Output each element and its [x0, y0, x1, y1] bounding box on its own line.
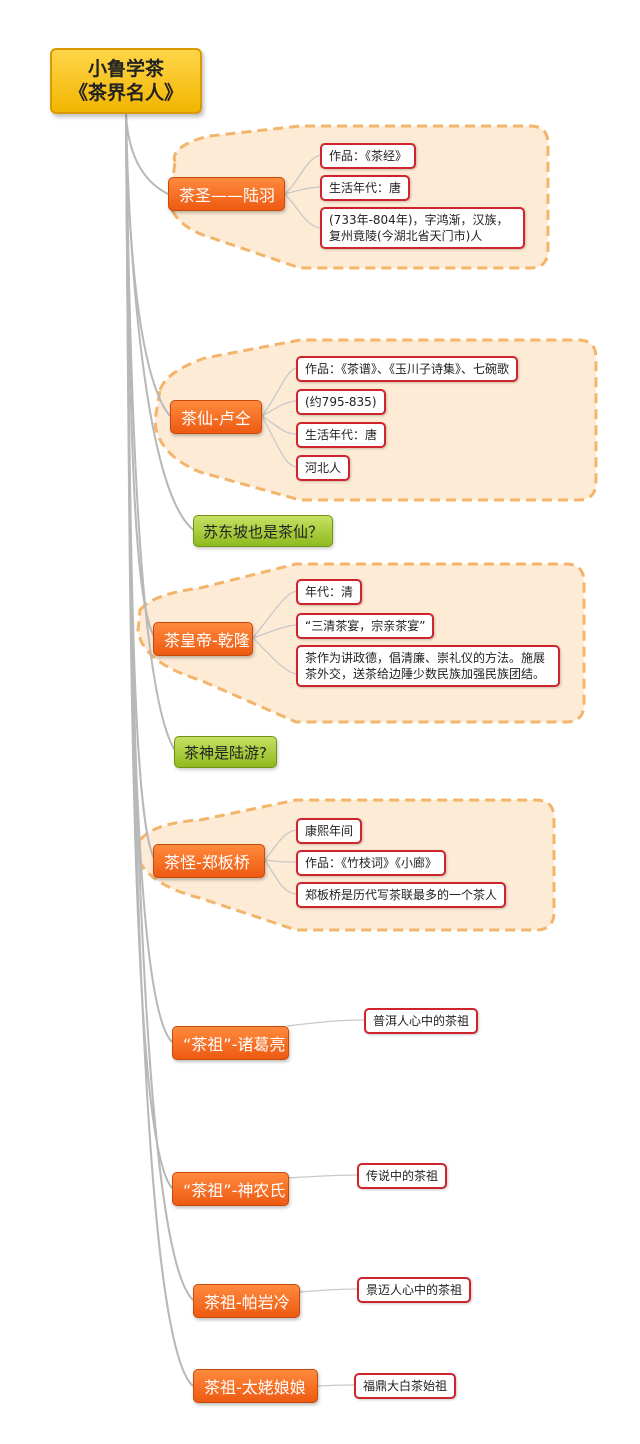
topic-label: “茶祖”-诸葛亮: [183, 1035, 286, 1054]
topic-qianlong[interactable]: 茶皇帝-乾隆: [153, 622, 253, 656]
leaf-lu-tong-work[interactable]: 作品：《茶谱》、《玉川子诗集》、七碗歌: [296, 356, 519, 382]
leaf-lu-tong-origin[interactable]: 河北人: [296, 455, 351, 481]
root-title-line2: 《茶界名人》: [68, 82, 183, 104]
topic-shennong[interactable]: “茶祖”-神农氏: [172, 1172, 289, 1206]
leaf-qianlong-era[interactable]: 年代：清: [296, 579, 363, 605]
leaf-connectors: [252, 154, 365, 1387]
topic-label: 茶皇帝-乾隆: [164, 631, 250, 650]
topic-zhuge-liang[interactable]: “茶祖”-诸葛亮: [172, 1026, 289, 1060]
root-title-line1: 小鲁学茶: [87, 58, 164, 80]
trunk-connectors: [125, 113, 196, 1387]
topic-label: 茶祖-帕岩冷: [204, 1293, 290, 1312]
leaf-tailao-note[interactable]: 福鼎大白茶始祖: [354, 1373, 457, 1399]
topic-label: 茶仙-卢仝: [181, 409, 251, 428]
leaf-qianlong-policy[interactable]: 茶作为讲政德，倡清廉、崇礼仪的方法。施展茶外交，送茶给边陲少数民族加强民族团结。: [296, 645, 560, 687]
question-label: 茶神是陆游?: [184, 743, 267, 762]
question-su-dongpo[interactable]: 苏东坡也是茶仙？: [193, 515, 334, 547]
topic-label: 茶怪-郑板桥: [164, 853, 250, 872]
leaf-lu-yu-bio[interactable]: (733年-804年)，字鸿渐，汉族，复州竟陵(今湖北省天门市)人: [320, 207, 525, 249]
leaf-lu-yu-work[interactable]: 作品：《茶经》: [320, 143, 417, 169]
leaf-lu-tong-era[interactable]: 生活年代：唐: [296, 422, 387, 448]
topic-tailao[interactable]: 茶祖-太姥娘娘: [193, 1369, 318, 1403]
topic-payanleng[interactable]: 茶祖-帕岩冷: [193, 1284, 300, 1318]
leaf-zheng-work[interactable]: 作品：《竹枝词》《小廊》: [296, 850, 447, 876]
topic-label: 茶祖-太姥娘娘: [204, 1378, 306, 1397]
leaf-qianlong-banquet[interactable]: “三清茶宴，宗亲茶宴”: [296, 613, 435, 639]
topic-lu-yu[interactable]: 茶圣——陆羽: [168, 177, 285, 211]
leaf-zhuge-note[interactable]: 普洱人心中的茶祖: [364, 1008, 479, 1034]
topic-zheng-banqiao[interactable]: 茶怪-郑板桥: [153, 844, 265, 878]
topic-label: 茶圣——陆羽: [179, 186, 276, 205]
topic-label: “茶祖”-神农氏: [183, 1181, 286, 1200]
leaf-lu-tong-years[interactable]: (约795-835): [296, 389, 386, 415]
leaf-lu-yu-era[interactable]: 生活年代：唐: [320, 175, 411, 201]
leaf-shennong-note[interactable]: 传说中的茶祖: [357, 1163, 448, 1189]
question-lu-you[interactable]: 茶神是陆游?: [174, 736, 277, 768]
leaf-payanleng-note[interactable]: 景迈人心中的茶祖: [357, 1277, 472, 1303]
leaf-zheng-era[interactable]: 康熙年间: [296, 818, 363, 844]
topic-lu-tong[interactable]: 茶仙-卢仝: [170, 400, 262, 434]
leaf-zheng-note[interactable]: 郑板桥是历代写茶联最多的一个茶人: [296, 882, 507, 908]
question-label: 苏东坡也是茶仙？: [203, 522, 324, 541]
root-topic[interactable]: 小鲁学茶 《茶界名人》: [50, 48, 202, 114]
